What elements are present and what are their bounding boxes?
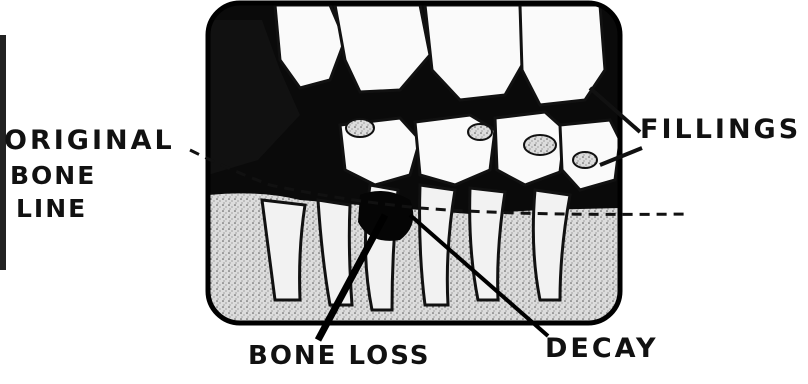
- label-line: LINE: [16, 196, 87, 221]
- label-bone-loss: BONE LOSS: [248, 343, 431, 369]
- label-bone: BONE: [10, 163, 96, 188]
- xray-film: [208, 3, 620, 323]
- label-fillings: FILLINGS: [640, 116, 801, 143]
- label-decay: DECAY: [545, 335, 659, 362]
- label-original: ORIGINAL: [4, 127, 175, 154]
